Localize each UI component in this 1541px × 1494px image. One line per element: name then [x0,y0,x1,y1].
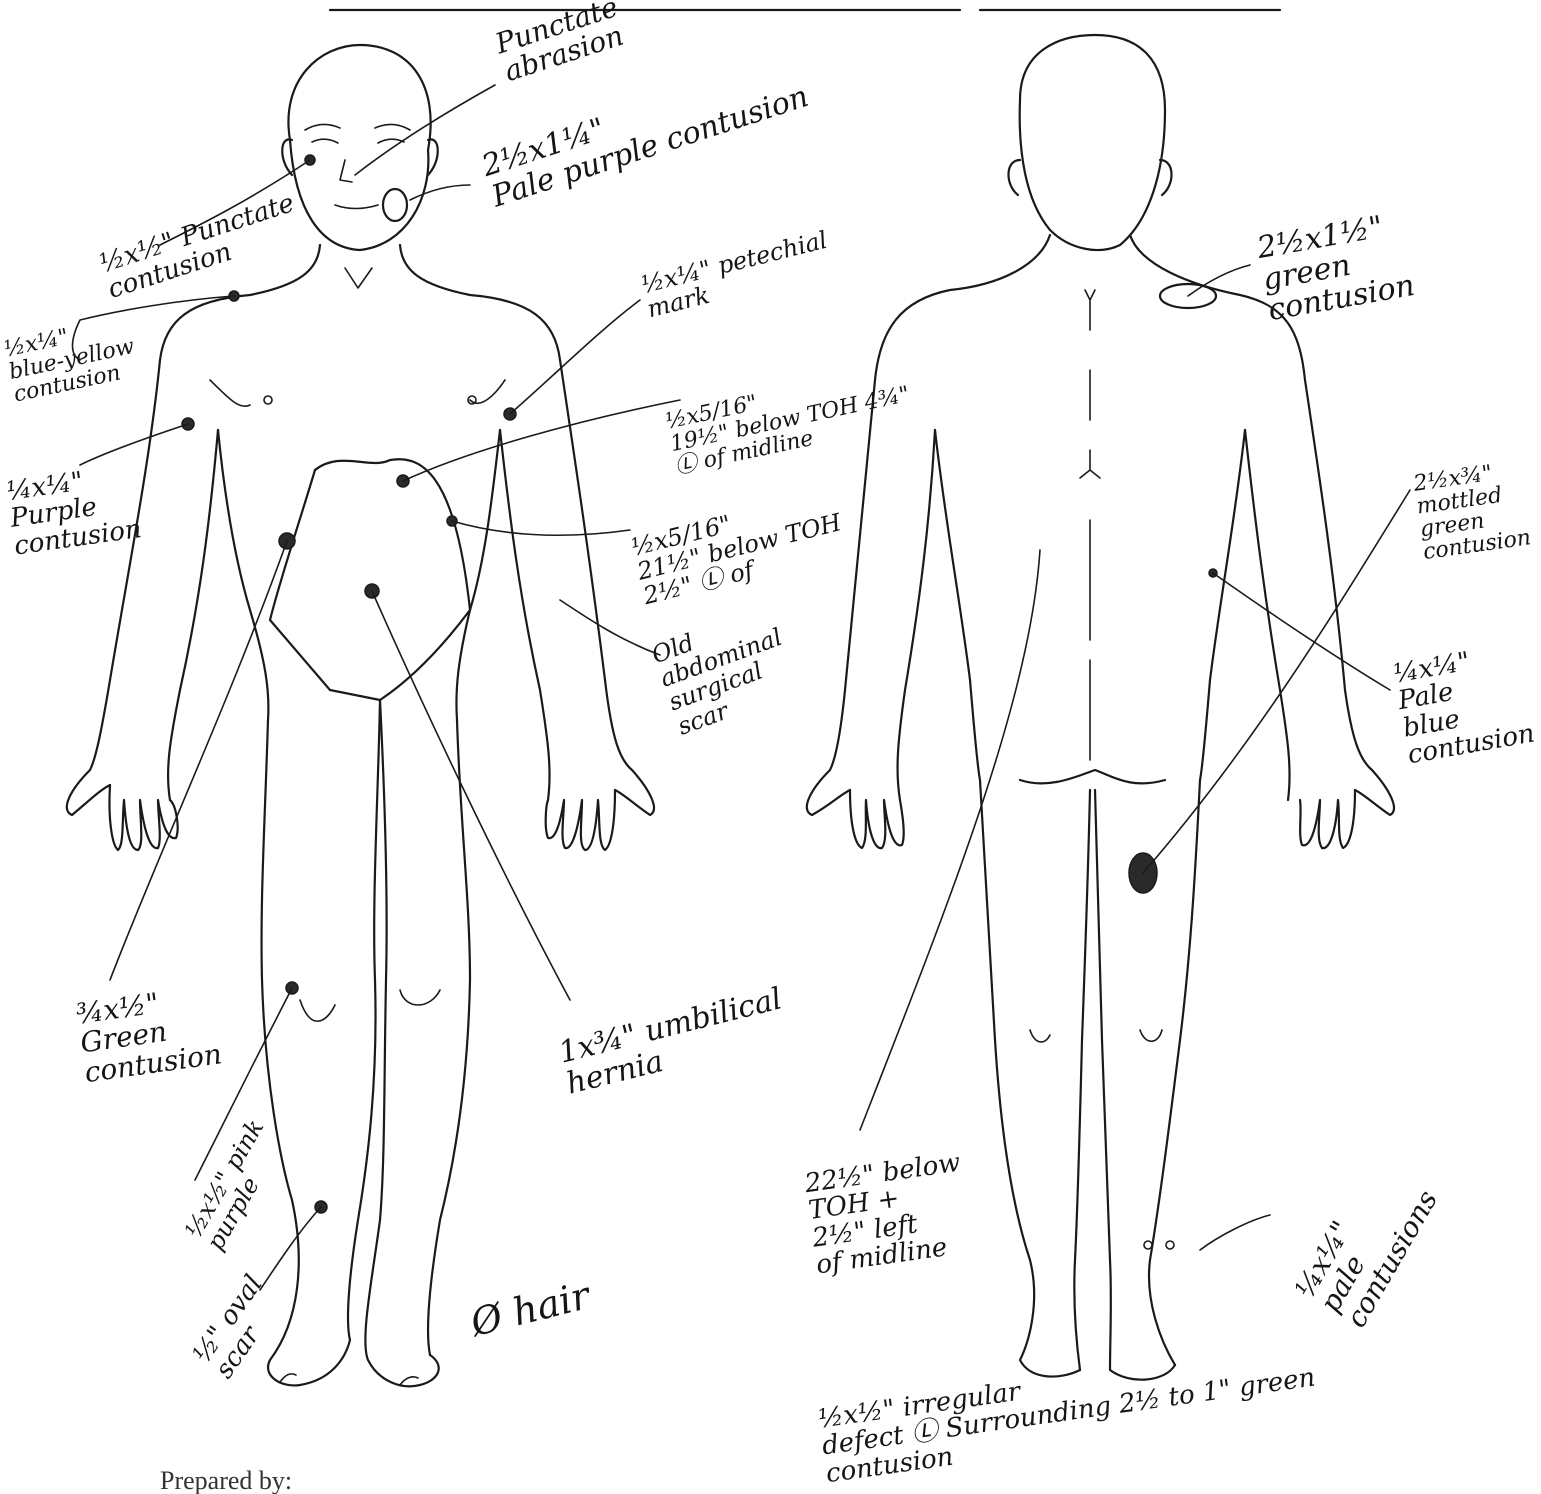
annotation-back-calf: 22½" below TOH + 2½" left of midline [803,1150,973,1280]
annotation-chest-right: ¼x¼" Purple contusion [5,461,143,560]
prepared-by-label: Prepared by: [160,1466,292,1494]
annotation-back-arm: 2½x¾" mottled green contusion [1412,458,1532,565]
annotation-back-forearm: ¼x¼" Pale blue contusion [1391,640,1536,770]
annotation-thigh: ¾x½" Green contusion [75,981,224,1088]
